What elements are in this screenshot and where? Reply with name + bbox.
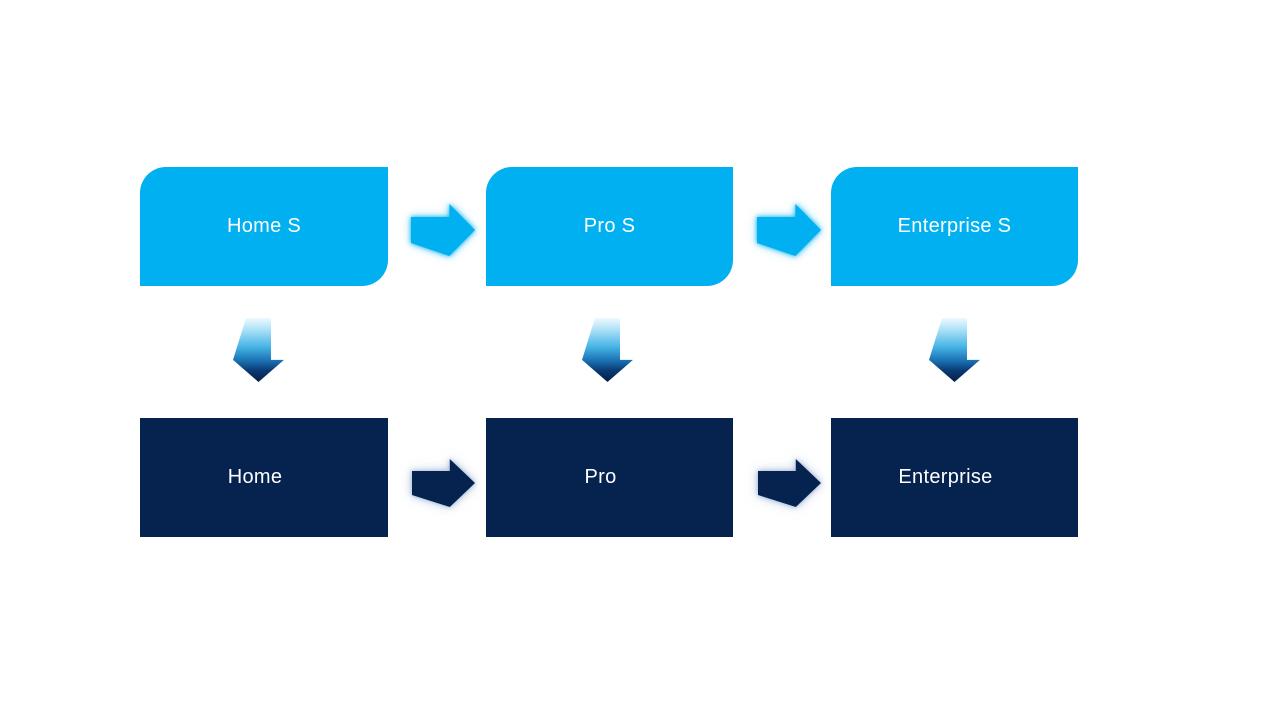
node-label: Pro S — [583, 215, 636, 237]
right-arrow-icon — [758, 459, 821, 507]
right-arrow-shape — [757, 204, 821, 256]
right-arrow-icon — [411, 204, 475, 256]
node-enterprise: Enterprise — [831, 418, 1078, 537]
node-pro: Pro — [486, 418, 733, 537]
node-label: Enterprise S — [897, 215, 1012, 237]
node-enterprise-s: Enterprise S — [831, 167, 1078, 286]
right-arrow-shape — [412, 459, 475, 507]
node-label: Enterprise — [898, 466, 993, 488]
right-arrow-shape — [758, 459, 821, 507]
down-arrow-icon — [582, 318, 633, 382]
right-arrow-icon — [412, 459, 475, 507]
down-arrow-icon — [233, 318, 284, 382]
down-arrow-icon — [929, 318, 980, 382]
right-arrow-icon — [757, 204, 821, 256]
node-label: Home — [227, 466, 283, 488]
node-label: Pro — [584, 466, 617, 488]
node-pro-s: Pro S — [486, 167, 733, 286]
node-label: Home S — [226, 215, 302, 237]
right-arrow-shape — [411, 204, 475, 256]
node-home-s: Home S — [140, 167, 388, 286]
node-home: Home — [140, 418, 388, 537]
